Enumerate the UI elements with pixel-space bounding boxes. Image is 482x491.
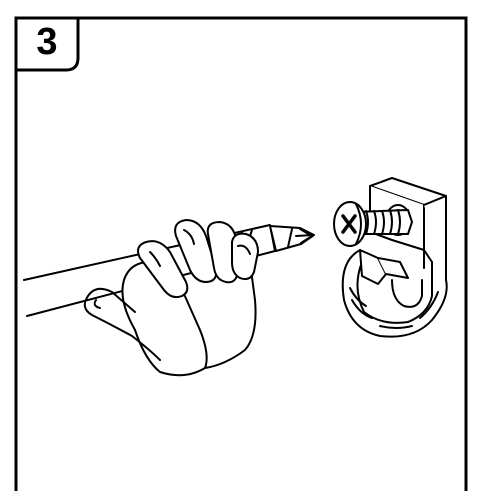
step-number: 3 bbox=[16, 18, 78, 66]
